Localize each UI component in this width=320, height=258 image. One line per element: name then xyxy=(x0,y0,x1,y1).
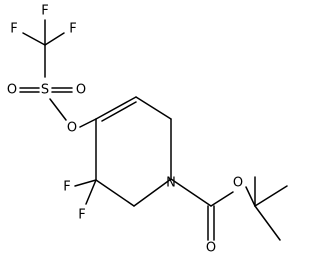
bond-n-c2 xyxy=(133,178,172,207)
atom-n: N xyxy=(166,176,176,191)
bond-c4-c5-double xyxy=(101,101,137,122)
bond-c3-f-left xyxy=(74,179,97,187)
atom-o-carbamate-ester: O xyxy=(233,176,243,191)
bond-c3-f-bottom xyxy=(85,179,97,205)
bond-tbutyl-methyl-bottom xyxy=(254,205,281,241)
bond-n-carbonyl-c xyxy=(170,178,212,207)
atom-f-cf3-bottom: F xyxy=(41,4,48,19)
chemical-structure: F F F S O O O F F N O O xyxy=(7,4,288,256)
atom-o-sulfonyl-right: O xyxy=(76,83,86,98)
bond-o-tbutyl-c xyxy=(245,186,256,207)
atom-f-cf3-left: F xyxy=(10,22,17,37)
atom-f-ring-bottom: F xyxy=(78,208,85,223)
bond-tbutyl-methyl-right xyxy=(254,185,288,207)
bond-c2-c3 xyxy=(95,179,135,207)
atom-labels: F F F S O O O F F N O O xyxy=(7,4,243,256)
bond-carbonyl-c-o-ester xyxy=(210,191,234,207)
bond-c4-c5 xyxy=(95,96,137,120)
bonds xyxy=(19,19,288,241)
atom-o-sulfonyl-left: O xyxy=(7,83,17,98)
bond-c5-c6 xyxy=(135,96,172,120)
atom-f-ring-left: F xyxy=(63,180,70,195)
bond-c-f-right xyxy=(44,32,65,46)
atom-o-carbonyl: O xyxy=(206,241,216,256)
bond-s-o-ester xyxy=(49,98,67,121)
atom-s: S xyxy=(41,83,49,98)
bond-o-c4 xyxy=(79,118,97,128)
bond-c-f-left xyxy=(22,32,46,46)
atom-f-cf3-right: F xyxy=(69,22,76,37)
atom-o-triflate-ester: O xyxy=(67,121,77,136)
